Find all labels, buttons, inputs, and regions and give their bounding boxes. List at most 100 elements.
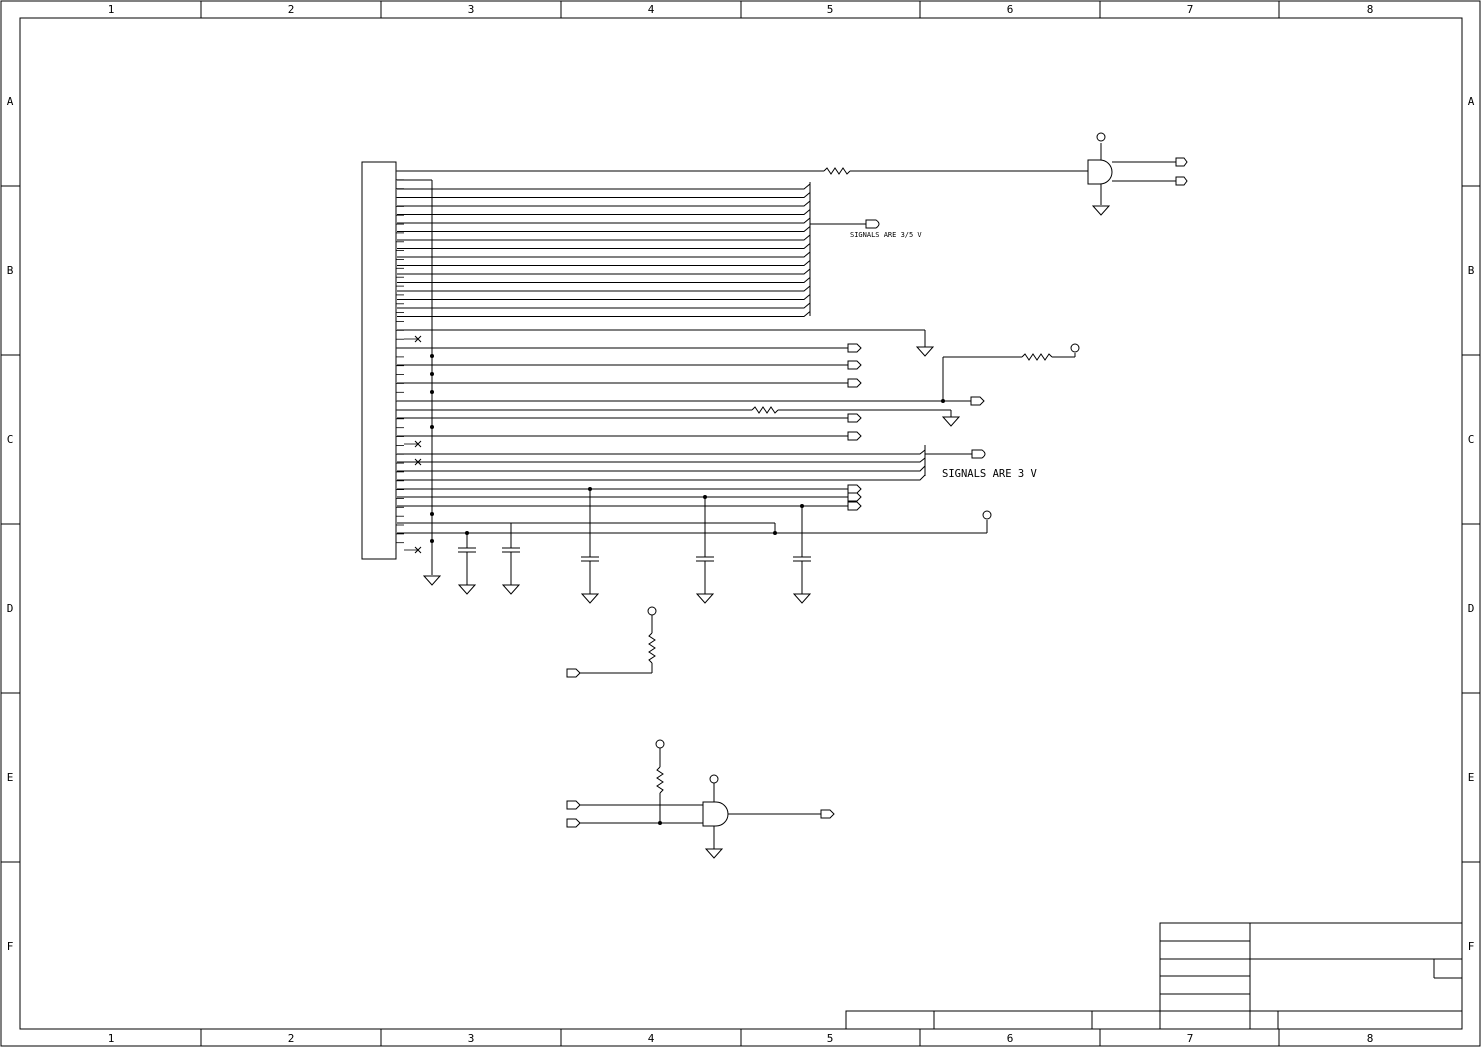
- output-port-icon: [820, 809, 835, 819]
- row-labels-left: A B C D E F: [7, 95, 14, 953]
- capacitor-c5: [792, 506, 812, 604]
- col-label: 8: [1367, 1032, 1374, 1045]
- column-labels-top: 1 2 3 4 5 6 7 8: [108, 3, 1374, 16]
- bus-line: [397, 277, 811, 283]
- input-port-icon: [566, 800, 581, 810]
- ground-icon: [457, 584, 477, 595]
- bus-line: [397, 226, 811, 232]
- ground-icon: [580, 593, 600, 604]
- capacitor-c1: [457, 533, 477, 595]
- col-label: 1: [108, 3, 115, 16]
- bus-line: [397, 209, 811, 215]
- col-label: 7: [1187, 1032, 1194, 1045]
- col-label: 8: [1367, 3, 1374, 16]
- output-port-icon: [1175, 157, 1188, 167]
- col-label: 2: [288, 3, 295, 16]
- output-port-icon: [1175, 176, 1188, 186]
- col-label: 4: [648, 1032, 655, 1045]
- col-label: 6: [1007, 3, 1014, 16]
- row-label: F: [1468, 940, 1475, 953]
- bus-3v: [397, 445, 986, 481]
- connector-pins: [396, 170, 434, 554]
- bus-line: [397, 268, 811, 275]
- port-icon: [847, 492, 862, 502]
- signals-3v-note: SIGNALS ARE 3 V: [942, 468, 1038, 480]
- power-terminal-icon: [1096, 132, 1106, 142]
- ground-icon: [501, 584, 521, 595]
- capacitor-c2: [501, 523, 521, 595]
- bus-line: [397, 251, 811, 258]
- no-connect-icon: [414, 440, 422, 448]
- row-label: D: [1468, 602, 1475, 615]
- row-label: B: [7, 264, 14, 277]
- ground-icon: [1091, 205, 1111, 216]
- input-port-icon: [566, 818, 581, 828]
- bus-line: [397, 285, 811, 292]
- ground-icon: [792, 593, 812, 604]
- col-label: 3: [468, 1032, 475, 1045]
- port-icon: [847, 413, 862, 423]
- middle-signals: [397, 329, 1080, 441]
- row-label: E: [7, 771, 14, 784]
- port-icon: [847, 501, 862, 511]
- col-label: 7: [1187, 3, 1194, 16]
- row-label: A: [7, 95, 14, 108]
- row-label: E: [1468, 771, 1475, 784]
- bus-line: [397, 302, 811, 309]
- bus-line: [397, 243, 811, 249]
- row-label: D: [7, 602, 14, 615]
- col-label: 1: [108, 1032, 115, 1045]
- signals-3-5v-note: SIGNALS ARE 3/5 V: [850, 231, 922, 239]
- col-label: 5: [827, 1032, 834, 1045]
- buffer-gate-top: [1087, 132, 1188, 216]
- input-port-icon: [566, 668, 581, 678]
- col-label: 3: [468, 3, 475, 16]
- port-icon: [847, 484, 862, 494]
- power-terminal-icon: [709, 774, 719, 784]
- power-terminal-icon: [982, 510, 992, 520]
- port-icon: [847, 343, 862, 353]
- row-labels-right: A B C D E F: [1468, 95, 1475, 953]
- ground-icon: [695, 593, 715, 604]
- row-label: C: [7, 433, 14, 446]
- bus-3-5v: [397, 182, 880, 317]
- bus-line: [397, 311, 811, 317]
- bus-line: [397, 217, 811, 224]
- row-label: C: [1468, 433, 1475, 446]
- bus-line: [397, 260, 811, 266]
- row-label: A: [1468, 95, 1475, 108]
- capacitor-c3: [580, 489, 600, 604]
- col-label: 6: [1007, 1032, 1014, 1045]
- column-dividers: [200, 1, 1280, 1046]
- bus-line: [397, 192, 811, 198]
- col-label: 2: [288, 1032, 295, 1045]
- bidirectional-port-icon: [865, 219, 880, 229]
- row-label: B: [1468, 264, 1475, 277]
- bus-line: [397, 234, 811, 241]
- port-icon: [970, 396, 985, 406]
- power-terminal-icon: [1070, 343, 1080, 353]
- capacitor-c4: [695, 497, 715, 604]
- no-connect-icon: [414, 546, 422, 554]
- top-signal-line: [397, 167, 1088, 175]
- row-dividers: [1, 185, 1480, 863]
- port-icon: [847, 431, 862, 441]
- ground-bus: [397, 179, 442, 586]
- no-connect-icon: [414, 335, 422, 343]
- bus-line: [397, 294, 811, 300]
- bus-line: [397, 183, 811, 190]
- ground-icon: [704, 848, 724, 859]
- power-terminal-icon: [655, 739, 665, 749]
- ground-icon: [941, 416, 961, 427]
- title-block: [845, 922, 1463, 1030]
- bus-line: [397, 200, 811, 207]
- bidirectional-port-icon: [971, 449, 986, 459]
- pullup-circuit: [566, 606, 657, 678]
- column-labels-bottom: 1 2 3 4 5 6 7 8: [108, 1032, 1374, 1045]
- col-label: 5: [827, 3, 834, 16]
- port-icon: [847, 378, 862, 388]
- port-icon: [847, 360, 862, 370]
- row-label: F: [7, 940, 14, 953]
